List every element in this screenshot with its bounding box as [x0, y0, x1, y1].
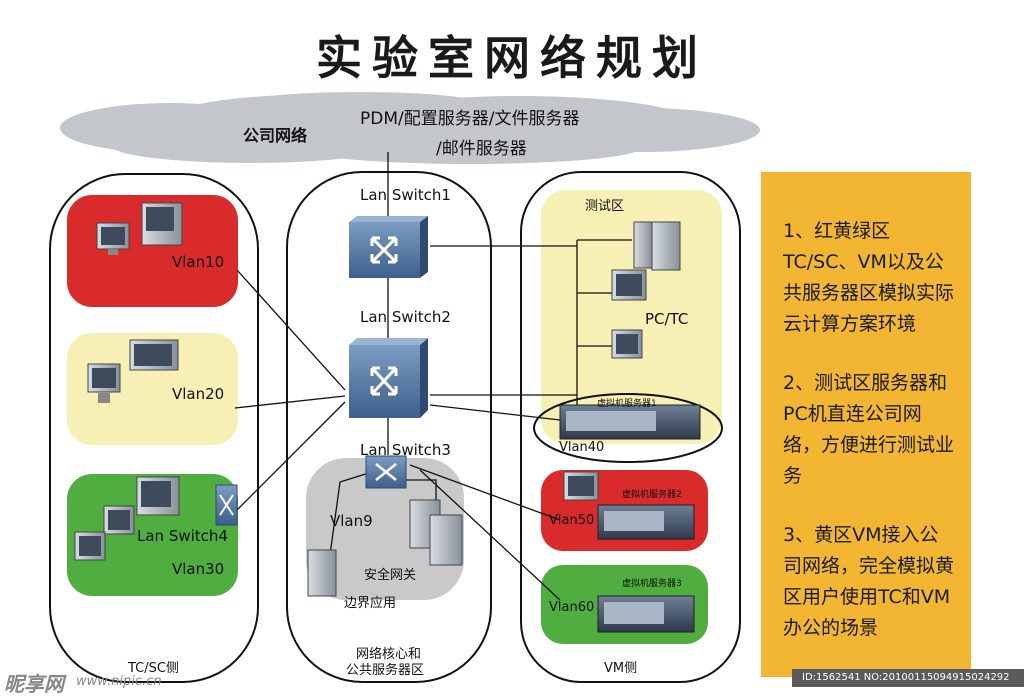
- vlan40-overlap-ellipse: [533, 393, 723, 463]
- vm-server3-icon: [597, 595, 695, 633]
- vlan30-zone: [67, 474, 238, 596]
- lan-switch3-icon: [365, 455, 407, 489]
- security-gateway-label: 安全网关: [364, 568, 417, 583]
- vm-zone-pc-icon: [563, 471, 599, 501]
- vlan30-pc-icons: [74, 476, 180, 561]
- vm-zone-label: VM侧: [604, 661, 638, 676]
- note-1: 1、红黄绿区TC/SC、VM以及公共服务器区模拟实际云计算方案环境: [783, 220, 955, 335]
- test-zone-server-icons: [611, 221, 681, 359]
- company-network-label: 公司网络: [243, 126, 308, 145]
- watermark-site: www.nipic.cn: [76, 674, 162, 689]
- test-zone-label: 测试区: [585, 199, 625, 214]
- vlan60-label: Vlan60: [549, 600, 595, 615]
- note-2: 2、测试区服务器和PC机直连公司网络，方便进行测试业务: [783, 372, 955, 487]
- watermark-logo: 昵享网: [4, 672, 64, 696]
- vlan10-label: Vlan10: [172, 253, 225, 271]
- vm-server2-icon: [597, 504, 695, 540]
- vlan9-label: Vlan9: [330, 512, 373, 530]
- company-network-cloud: [60, 92, 760, 164]
- lan-switch4-icon: [215, 484, 238, 526]
- vlan20-label: Vlan20: [172, 385, 225, 403]
- lan-switch2-icon: [349, 338, 428, 418]
- pc-tc-label: PC/TC: [645, 310, 689, 328]
- vm-server2-label: 虚拟机服务器2: [622, 490, 682, 500]
- tcsc-zone-label: TC/SC侧: [128, 661, 179, 676]
- lan-switch1-icon: [349, 216, 428, 278]
- vm-server1-label: 虚拟机服务器1: [597, 399, 657, 409]
- lan-switch2-label: Lan Switch2: [360, 308, 451, 326]
- edge-application-label: 边界应用: [344, 596, 397, 611]
- image-id-bar: ID:1562541 NO:20100115094915024292: [792, 669, 1024, 687]
- vlan20-zone: [67, 333, 238, 445]
- vlan10-pc-icons: [96, 202, 183, 255]
- vlan20-pc-icons: [87, 339, 179, 403]
- security-zone: [306, 458, 464, 600]
- vlan30-label: Vlan30: [172, 560, 225, 578]
- vlan50-label: Vlan50: [549, 513, 595, 528]
- core-zone-outline: [286, 171, 492, 683]
- vm-server3-label: 虚拟机服务器3: [622, 579, 682, 589]
- core-zone-label-line2: 公共服务器区: [346, 663, 425, 678]
- notes-panel: 1、红黄绿区TC/SC、VM以及公共服务器区模拟实际云计算方案环境 2、测试区服…: [761, 172, 971, 677]
- security-zone-server-icons: [307, 499, 463, 597]
- lan-switch3-label: Lan Switch3: [360, 441, 451, 459]
- lan-switch1-label: Lan Switch1: [360, 186, 451, 204]
- links: [234, 152, 632, 601]
- vlan40-label: Vlan40: [559, 440, 605, 455]
- lan-switch4-label: Lan Switch4: [137, 527, 228, 545]
- cloud-servers-line1: PDM/配置服务器/文件服务器: [360, 109, 580, 129]
- vm-zone-outline: [520, 171, 741, 683]
- core-zone-label-line1: 网络核心和: [356, 647, 422, 662]
- tcsc-zone-outline: [49, 173, 259, 683]
- note-3: 3、黄区VM接入公司网络，完全模拟黄区用户使用TC和VM办公的场景: [783, 524, 955, 639]
- page-title: 实验室网络规划: [316, 31, 708, 85]
- cloud-servers-line2: /邮件服务器: [436, 139, 527, 159]
- vm-server1-icon: [559, 404, 701, 440]
